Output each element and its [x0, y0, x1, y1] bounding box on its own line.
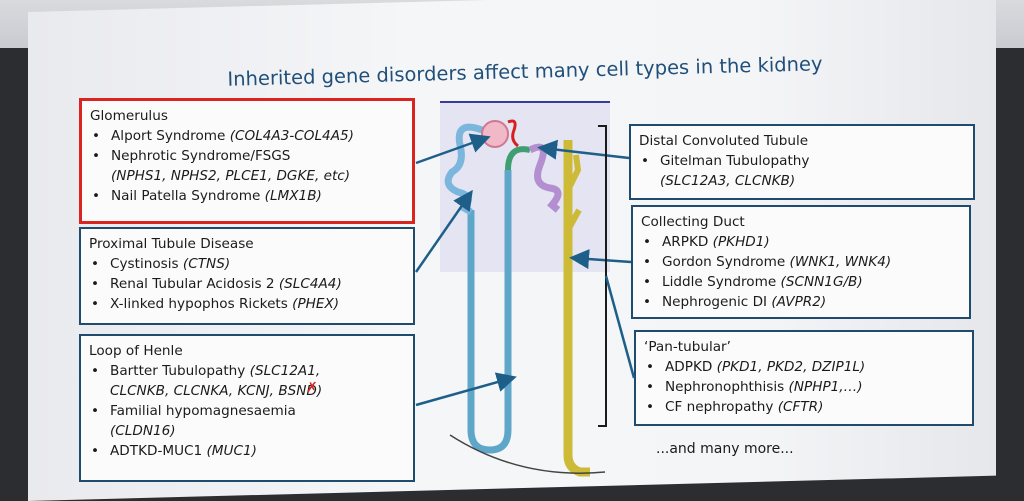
gene-list: CLCNKB, CLCNKA, KCNJ, BSND) [110, 383, 323, 399]
henle-list-3: ADTKD-MUC1 (MUC1) [89, 441, 405, 461]
collecting-duct-tube [563, 140, 590, 477]
loop-of-henle-box: Loop of Henle Bartter Tubulopathy (SLC12… [79, 334, 415, 482]
list-item: ADTKD-MUC1 (MUC1) [89, 441, 405, 461]
henle-list: Bartter Tubulopathy (SLC12A1, [89, 361, 405, 381]
gene-list: (SLC12A3, CLCNKB) [660, 173, 796, 189]
list-item: Gitelman Tubulopathy [639, 151, 965, 171]
list-item: Liddle Syndrome (SCNN1G/B) [641, 272, 961, 292]
gene-list: (CLDN16) [110, 423, 176, 439]
pan-tubular-heading: ‘Pan-tubular’ [644, 339, 731, 355]
glomerulus-box: Glomerulus Alport Syndrome (COL4A3-COL4A… [79, 98, 415, 224]
list-item: Bartter Tubulopathy (SLC12A1, [89, 361, 405, 381]
list-item: Nephronophthisis (NPHP1,…) [644, 377, 964, 397]
many-more-note: ...and many more... [656, 441, 794, 457]
list-item: CF nephropathy (CFTR) [644, 397, 964, 417]
list-item: ADPKD (PKD1, PKD2, DZIP1L) [644, 357, 964, 377]
list-item: Gordon Syndrome (WNK1, WNK4) [641, 252, 961, 272]
list-item: Nephrogenic DI (AVPR2) [641, 292, 961, 312]
dct-heading: Distal Convoluted Tubule [639, 133, 809, 149]
collecting-branch [565, 208, 582, 232]
list-item: Cystinosis (CTNS) [89, 254, 405, 274]
henle-heading: Loop of Henle [89, 343, 183, 359]
henle-list-2: Familial hypomagnesaemia [89, 401, 405, 421]
renal-pelvis-line [449, 434, 606, 474]
glomerulus-list-2: Nail Patella Syndrome (LMX1B) [90, 186, 404, 206]
list-item: Nail Patella Syndrome (LMX1B) [90, 186, 404, 206]
dct-list: Gitelman Tubulopathy [639, 151, 965, 171]
proximal-list: Cystinosis (CTNS) Renal Tubular Acidosis… [89, 254, 405, 314]
pan-tubular-list: ADPKD (PKD1, PKD2, DZIP1L) Nephronophthi… [644, 357, 964, 417]
list-item: Nephrotic Syndrome/FSGS [90, 146, 404, 166]
list-item: Familial hypomagnesaemia [89, 401, 405, 421]
glomerulus-heading: Glomerulus [90, 108, 168, 124]
proximal-heading: Proximal Tubule Disease [89, 236, 254, 252]
collecting-duct-box: Collecting Duct ARPKD (PKHD1) Gordon Syn… [631, 205, 971, 319]
proximal-tubule-box: Proximal Tubule Disease Cystinosis (CTNS… [79, 227, 415, 325]
glomerulus-list: Alport Syndrome (COL4A3-COL4A5) Nephroti… [90, 126, 404, 166]
afferent-arteriole [507, 119, 519, 148]
distal-tubule-box: Distal Convoluted Tubule Gitelman Tubulo… [629, 124, 975, 200]
glomerulus [481, 120, 509, 148]
collecting-branch [565, 154, 582, 192]
list-item: Alport Syndrome (COL4A3-COL4A5) [90, 126, 404, 146]
thick-ascending-limb [505, 146, 531, 171]
list-item: Renal Tubular Acidosis 2 (SLC4A4) [89, 274, 405, 294]
strike-mark-icon: ✗ [306, 380, 318, 396]
list-item: ARPKD (PKHD1) [641, 232, 961, 252]
loop-of-henle-tube [467, 170, 512, 454]
collecting-list: ARPKD (PKHD1) Gordon Syndrome (WNK1, WNK… [641, 232, 961, 312]
list-item: X-linked hypophos Rickets (PHEX) [89, 294, 405, 314]
nephron-diagram [440, 101, 610, 477]
collecting-heading: Collecting Duct [641, 214, 745, 230]
pan-tubular-box: ‘Pan-tubular’ ADPKD (PKD1, PKD2, DZIP1L)… [634, 330, 974, 426]
gene-list: (NPHS1, NPHS2, PLCE1, DGKE, etc) [111, 168, 351, 184]
